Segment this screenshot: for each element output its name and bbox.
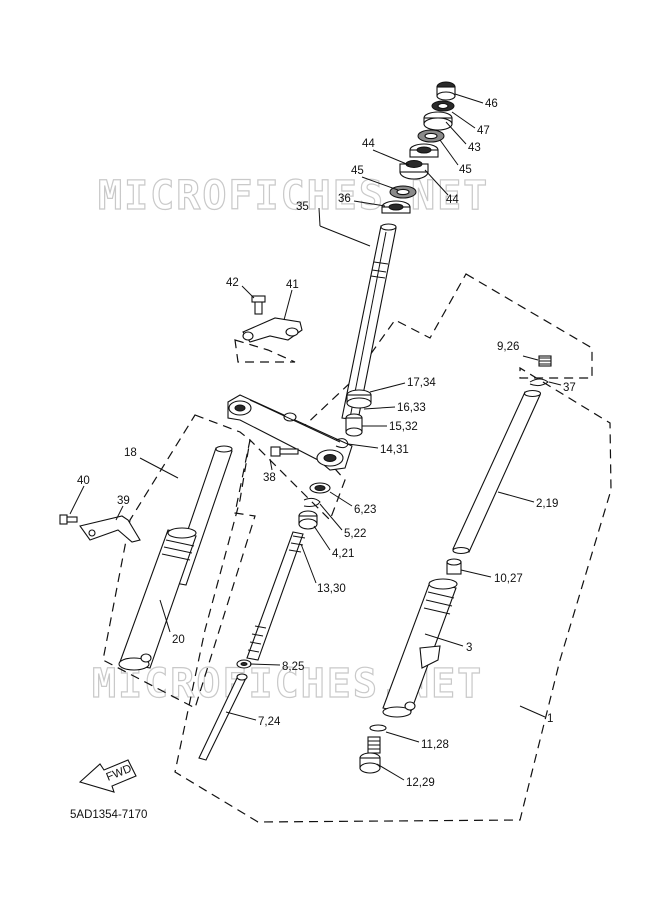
bush-10-27 xyxy=(446,558,462,575)
callout-38: 38 xyxy=(263,472,276,484)
callout-44-upper: 44 xyxy=(362,138,375,150)
steering-stem xyxy=(341,223,397,421)
top-right-small-parts xyxy=(529,355,552,387)
callout-13-30: 13,30 xyxy=(317,583,346,595)
callout-40: 40 xyxy=(77,475,90,487)
leader-lines xyxy=(69,93,562,781)
bolt-38 xyxy=(270,446,299,457)
callout-45-lower: 45 xyxy=(351,165,364,177)
callout-8-25: 8,25 xyxy=(282,661,304,673)
callout-7-24: 7,24 xyxy=(258,716,281,728)
callout-5-22: 5,22 xyxy=(344,528,366,540)
group-outline-right-fork xyxy=(174,273,612,823)
under-bracket xyxy=(227,394,353,471)
callout-41: 41 xyxy=(286,279,299,291)
callout-17-34: 17,34 xyxy=(407,377,436,389)
right-outer-tube xyxy=(382,578,458,718)
callout-15-32: 15,32 xyxy=(389,421,418,433)
callout-43: 43 xyxy=(468,142,481,154)
group-outline-bracket xyxy=(234,339,296,363)
callout-1: 1 xyxy=(547,713,553,725)
callout-44-lower: 44 xyxy=(446,194,459,206)
callout-3: 3 xyxy=(466,642,472,654)
callout-2-19: 2,19 xyxy=(536,498,558,510)
callout-9-26: 9,26 xyxy=(497,341,519,353)
callout-39: 39 xyxy=(117,495,130,507)
callout-11-28: 11,28 xyxy=(421,739,449,751)
callout-16-33: 16,33 xyxy=(397,402,426,414)
callout-42: 42 xyxy=(226,277,239,289)
steering-nut-stack xyxy=(381,81,456,214)
callout-37: 37 xyxy=(563,382,576,394)
right-inner-tube xyxy=(452,389,542,555)
callout-12-29: 12,29 xyxy=(406,777,435,789)
callout-10-27: 10,27 xyxy=(494,573,523,585)
left-fork-leg xyxy=(118,445,233,671)
watermark-top: MICROFICHES.NET xyxy=(98,173,489,219)
gasket-and-bolt xyxy=(359,724,387,774)
stem-small-parts xyxy=(298,389,372,530)
callout-36: 36 xyxy=(338,193,351,205)
callout-20: 20 xyxy=(172,634,185,646)
callout-47: 47 xyxy=(477,125,490,137)
callout-14-31: 14,31 xyxy=(380,444,409,456)
callout-46: 46 xyxy=(485,98,498,110)
cable-guide-bracket xyxy=(242,295,303,343)
diagram-code: 5AD1354-7170 xyxy=(70,809,147,821)
callout-35: 35 xyxy=(296,201,309,213)
forward-direction-arrow: FWD xyxy=(78,759,137,793)
callout-6-23: 6,23 xyxy=(354,504,376,516)
callout-18: 18 xyxy=(124,447,137,459)
screw-40 xyxy=(59,514,78,525)
hose-clip-39 xyxy=(79,515,141,543)
group-outline-left-fork xyxy=(102,414,256,709)
damper-rod-assembly xyxy=(198,531,306,761)
callout-4-21: 4,21 xyxy=(332,548,354,560)
callout-45-upper: 45 xyxy=(459,164,472,176)
